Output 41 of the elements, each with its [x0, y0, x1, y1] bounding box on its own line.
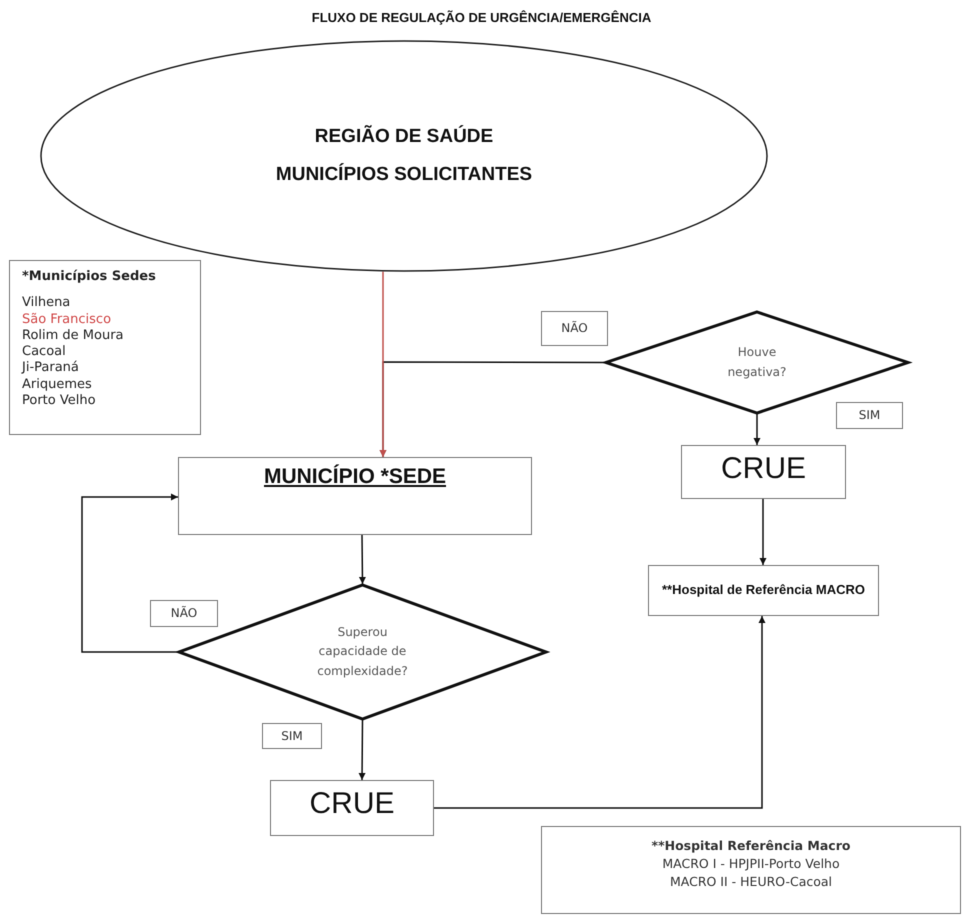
- process-box: [270, 780, 434, 836]
- node-text: NÃO: [170, 606, 198, 621]
- node-text: Superou capacidade de complexidade?: [316, 624, 409, 680]
- subtitle-text: MUNICÍPIOS SOLICITANTES: [276, 163, 532, 187]
- arrow: [358, 720, 366, 780]
- arrow: [358, 535, 366, 584]
- answer-tag: [262, 723, 322, 749]
- arrow: [434, 616, 766, 809]
- arrow: [754, 414, 760, 445]
- node-text: SIM: [858, 408, 880, 423]
- process-box: [648, 565, 879, 616]
- note-box: [541, 826, 961, 914]
- list-item: Ji-Paraná: [22, 360, 79, 376]
- node-text: SIM: [281, 728, 303, 744]
- list-item: Vilhena: [22, 295, 70, 312]
- node-text: CRUE: [720, 451, 806, 487]
- list-item: Porto Velho: [22, 392, 96, 409]
- list-heading: *Municípios Sedes: [22, 269, 156, 286]
- list-item: Rolim de Moura: [22, 328, 124, 344]
- node-text: **Hospital de Referência MACRO: [662, 582, 865, 599]
- arrow: [81, 494, 178, 653]
- list-item: Cacoal: [22, 344, 66, 360]
- node-text: NÃO: [561, 321, 588, 336]
- list-item: Ariquemes: [22, 376, 92, 393]
- node-text: MACRO I - HPJPII-Porto Velho: [662, 855, 840, 874]
- node-text: CRUE: [309, 786, 394, 822]
- answer-tag: [150, 600, 218, 627]
- municipality-list-box: [9, 260, 201, 435]
- arrow: [760, 499, 766, 565]
- process-box: [178, 457, 532, 535]
- process-box: [681, 445, 846, 499]
- answer-tag: [836, 402, 903, 429]
- list-item: São Francisco: [22, 312, 112, 328]
- answer-tag: [541, 311, 608, 346]
- node-text: **Hospital Referência Macro: [652, 837, 850, 855]
- arrow: [380, 272, 386, 457]
- node-text: MACRO II - HEURO-Cacoal: [670, 873, 832, 892]
- heading-text: REGIÃO DE SAÚDE: [314, 125, 494, 149]
- node-text: Houve negativa?: [726, 344, 788, 380]
- node-text: MUNICÍPIO *SEDE: [264, 464, 446, 490]
- diagram-title: FLUXO DE REGULAÇÃO DE URGÊNCIA/EMERGÊNCIA: [310, 10, 652, 25]
